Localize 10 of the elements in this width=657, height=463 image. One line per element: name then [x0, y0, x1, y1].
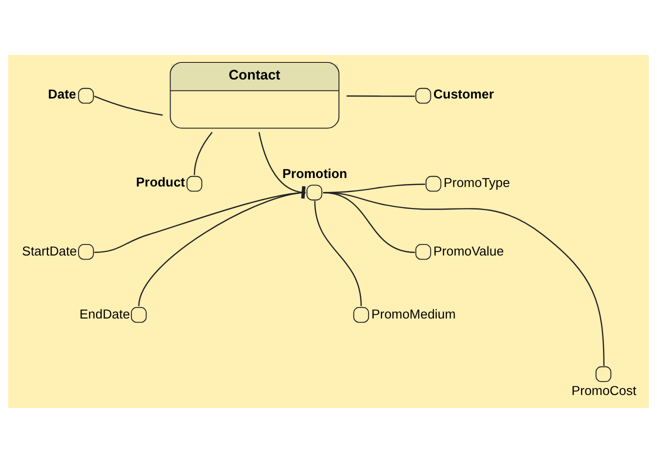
node-label: PromoType [444, 175, 510, 190]
node-label: Promotion [282, 166, 348, 181]
node-label: Customer [433, 86, 494, 102]
node-label: PromoCost [571, 382, 636, 398]
node-label: EndDate [80, 306, 130, 322]
node-label: PromoMedium [371, 306, 456, 322]
node-label: PromoValue [433, 243, 504, 258]
node-label: Product [136, 174, 186, 190]
node-label: Date [48, 86, 76, 102]
node-label: StartDate [22, 243, 77, 258]
